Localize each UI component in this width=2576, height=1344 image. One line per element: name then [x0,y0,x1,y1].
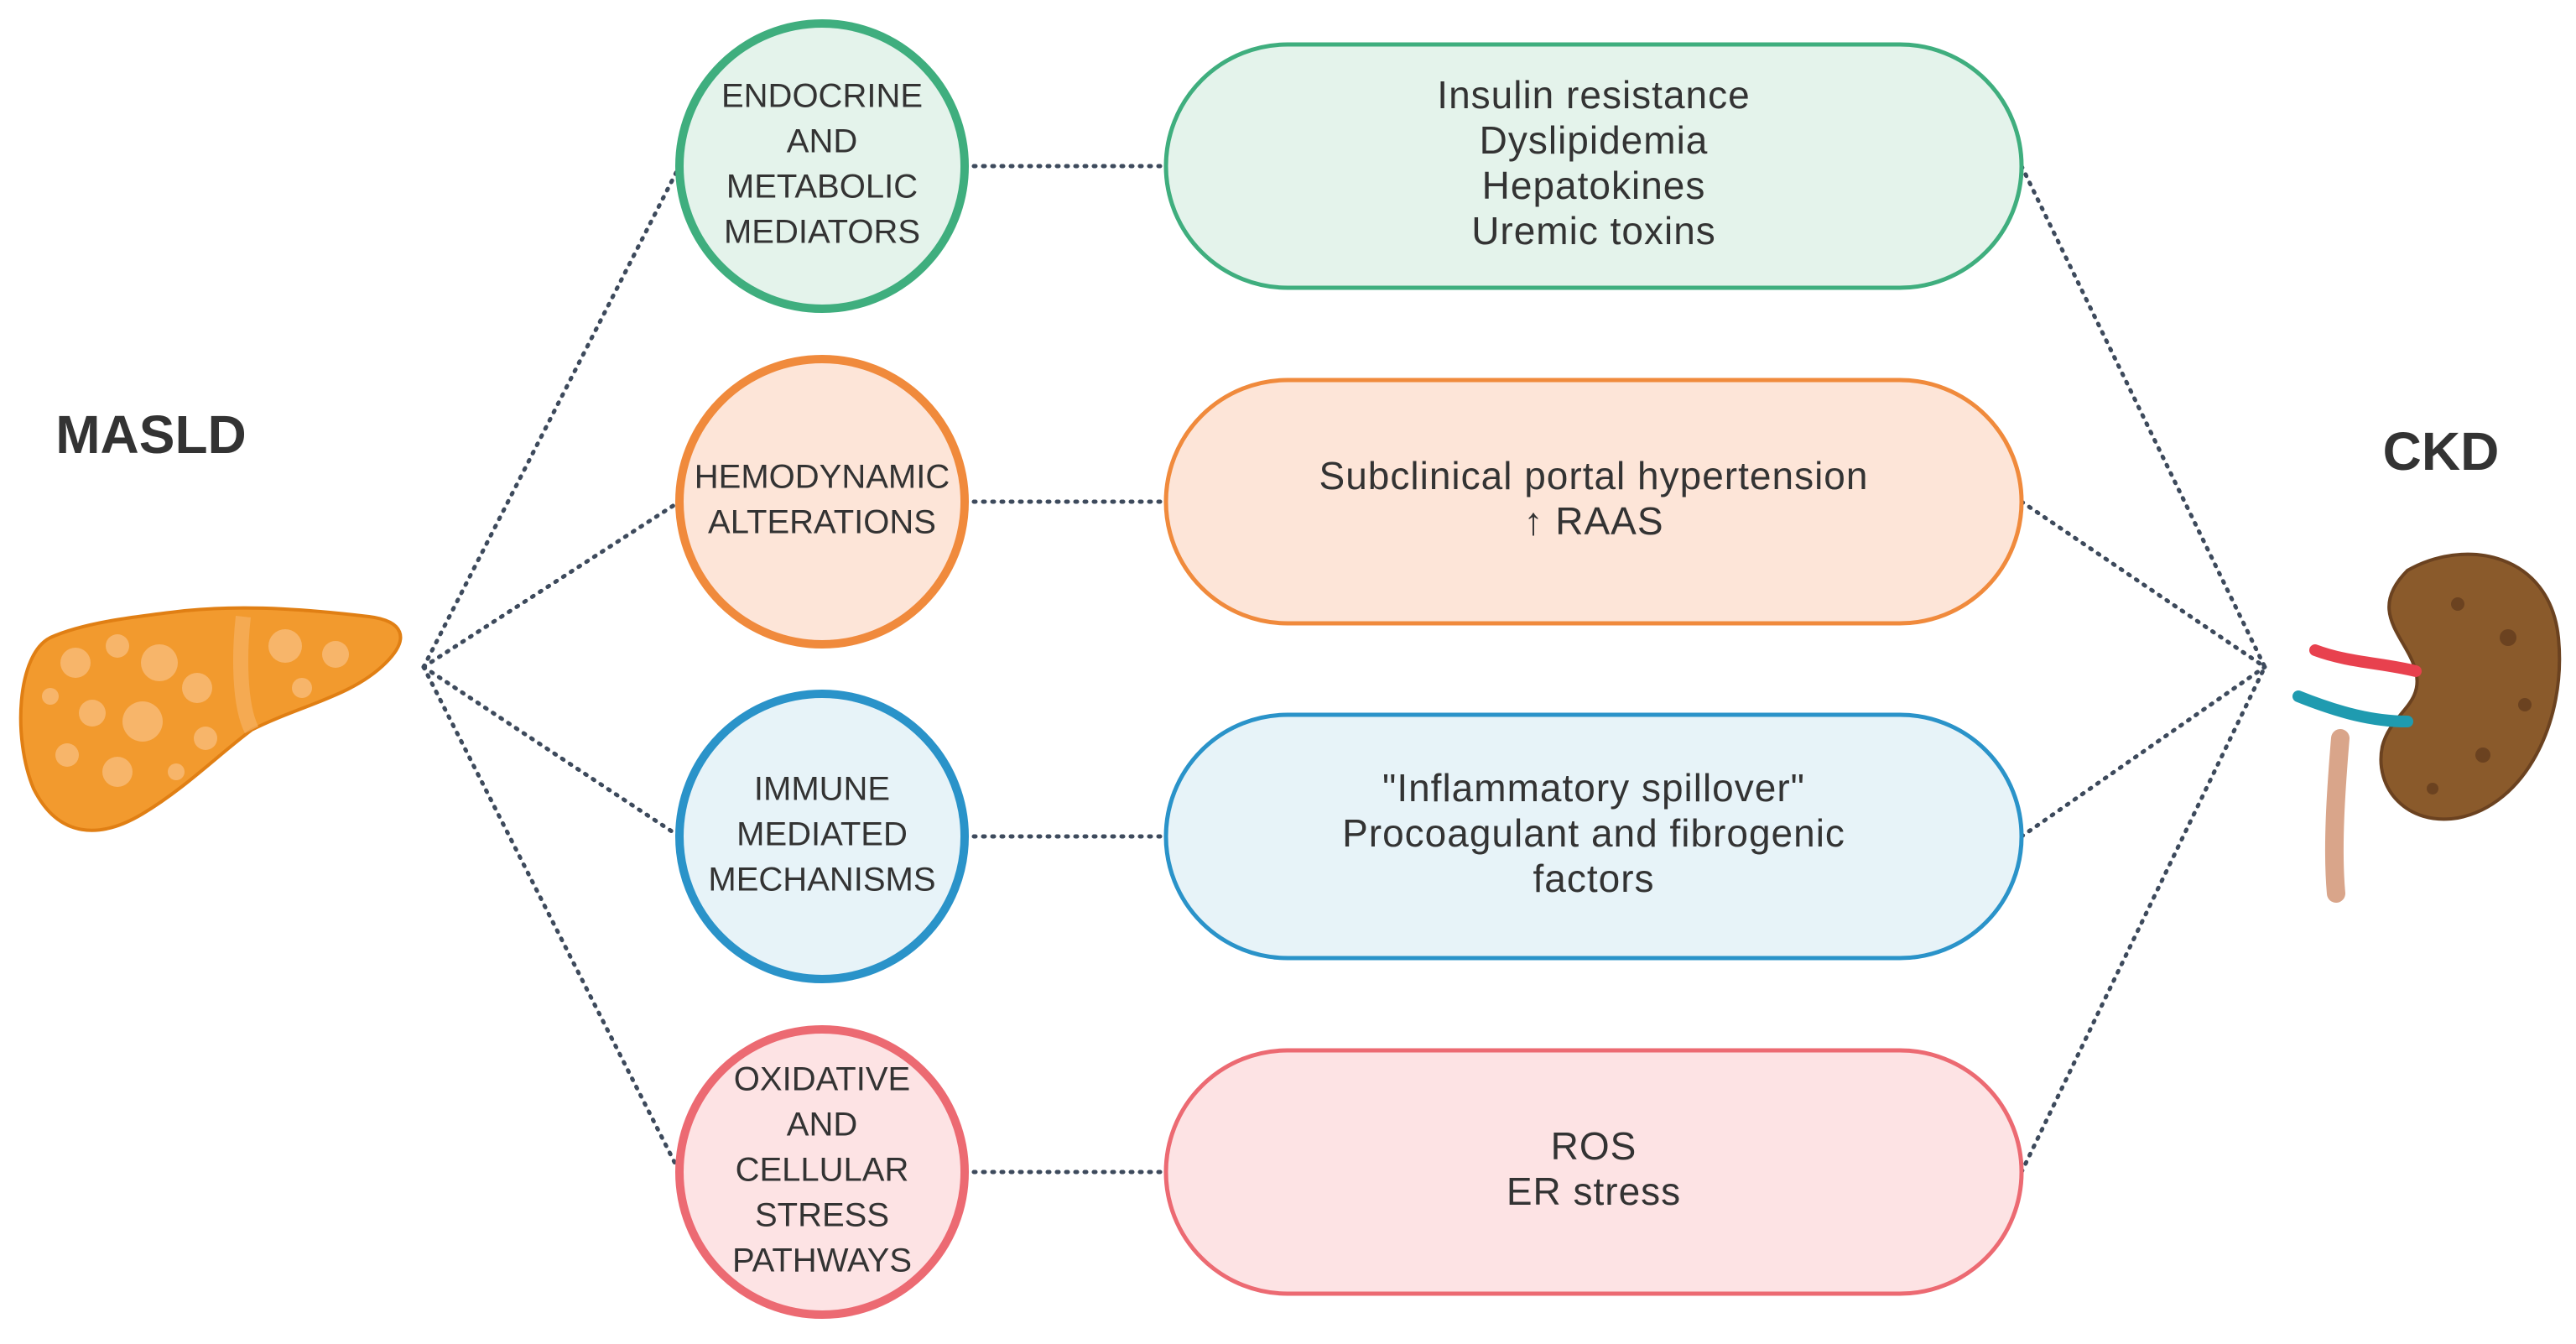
pathway-rows: ENDOCRINE AND METABOLIC MEDIATORS Insulin re… [675,19,2024,1319]
connector-masld-hemodynamic [421,499,682,669]
pathway-circle-label: AND [787,123,857,160]
connector-masld-immune [421,664,682,839]
pathway-circle-label: MEDIATORS [724,214,920,251]
pathway-circle-label: AND [787,1107,857,1143]
ckd-label: CKD [2383,421,2500,482]
pathway-circle-hemodynamic [675,355,969,649]
pathway-box-endocrine [1163,42,2024,290]
pathway-circle-label: METABOLIC [726,169,918,206]
pathway-circle-label: MEDIATED [736,816,908,853]
pathway-circle-label: STRESS [755,1197,889,1234]
pathway-box-label: ↑ RAAS [1523,499,1663,543]
pathway-row-hemodynamic: HEMODYNAMIC ALTERATIONS Subclinical portal… [675,355,2024,649]
pathway-circle-label: IMMUNE [754,771,890,808]
pathway-box-immune [1163,712,2024,961]
pathway-circle-label: OXIDATIVE [734,1061,910,1098]
masld-label: MASLD [55,404,247,465]
connector-ckd-immune [2019,664,2267,839]
pathway-circle-label: CELLULAR [736,1152,909,1189]
pathway-box-label: Uremic toxins [1471,209,1716,253]
pathway-box-label: Hepatokines [1482,164,1706,207]
pathway-box-label: Insulin resistance [1437,73,1750,117]
pathway-box-label: ROS [1551,1124,1637,1168]
pathway-circle-label: HEMODYNAMIC [695,459,950,496]
liver-icon [18,606,403,832]
pathway-circle-immune [675,690,969,983]
pathway-box-label: "Inflammatory spillover" [1382,766,1805,810]
pathway-circle-label: PATHWAYS [732,1242,912,1279]
pathway-row-endocrine: ENDOCRINE AND METABOLIC MEDIATORS Insulin re… [675,19,2024,313]
pathway-circle-oxidative [675,1025,969,1319]
connector-masld-oxidative [421,664,682,1175]
pathway-circle-label: ALTERATIONS [708,504,936,541]
connector-lines [421,164,2267,1175]
connector-ckd-hemodynamic [2019,499,2267,669]
pathway-circle-endocrine [675,19,969,313]
pathway-circle-label: ENDOCRINE [721,78,923,115]
connector-ckd-endocrine [2019,164,2267,669]
pathway-box-label: Subclinical portal hypertension [1319,454,1869,497]
pathway-row-immune: IMMUNE MEDIATED MECHANISMS "Inflammatory sp… [675,690,2024,983]
pathway-box-label: Dyslipidemia [1480,118,1709,162]
pathway-circle-label: MECHANISMS [708,862,935,899]
pathway-box-label: factors [1533,857,1654,900]
pathway-box-oxidative [1163,1048,2024,1296]
pathway-box-label: ER stress [1507,1169,1681,1213]
pathway-row-oxidative: OXIDATIVE AND CELLULAR STRESS PATHWAYS ROSER … [675,1025,2024,1319]
connector-ckd-oxidative [2019,664,2267,1175]
kidney-icon [2292,552,2562,903]
pathway-box-hemodynamic [1163,378,2024,626]
connector-masld-endocrine [421,164,682,669]
pathway-box-label: Procoagulant and fibrogenic [1342,811,1845,855]
